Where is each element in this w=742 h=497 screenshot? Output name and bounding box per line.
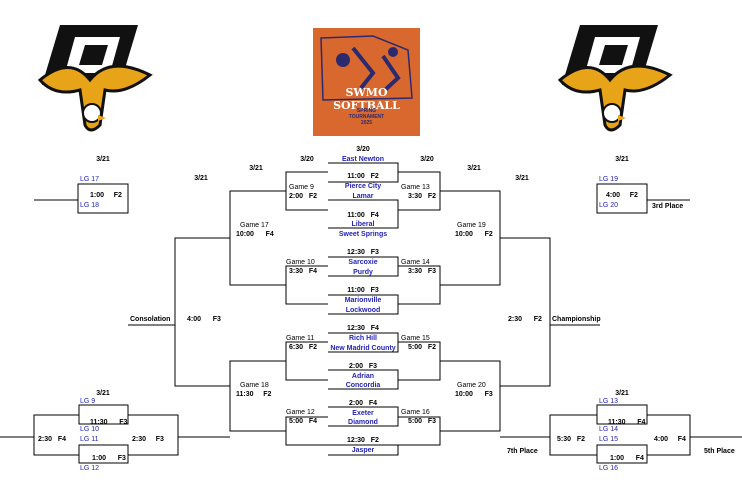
championship-time: 2:30 F2 xyxy=(508,316,542,323)
game-14-time: 3:30 F3 xyxy=(408,268,437,275)
lg-9: LG 9 xyxy=(80,398,96,405)
game-11-time: 6:30 F2 xyxy=(289,344,318,351)
team-rich-hill: Rich Hill xyxy=(348,335,377,342)
game-20-label: Game 20 xyxy=(457,382,486,389)
left-bottom-g1-time: 11:30 F3 xyxy=(90,419,128,426)
logo-sub1: SPRING xyxy=(356,108,377,114)
right-bottom-g2-time: 1:00 F4 xyxy=(610,455,644,462)
game-15-label: Game 15 xyxy=(401,335,430,342)
game-9-time: 2:00 F2 xyxy=(289,193,318,200)
right-bottom-outer-time: 4:00 F4 xyxy=(654,436,686,443)
date-col-left-inner: 3/21 xyxy=(249,165,263,172)
game-19-time: 10:00 F2 xyxy=(455,231,493,238)
date-col-center-left: 3/20 xyxy=(300,156,314,163)
lg-18: LG 18 xyxy=(80,202,100,209)
eagle-logo-left xyxy=(37,25,153,132)
logo-sub2: TOURNAMENT xyxy=(348,114,385,120)
game-12-time: 5:00 F4 xyxy=(289,418,318,425)
team-sarcoxie: Sarcoxie xyxy=(348,259,378,266)
game-17-label: Game 17 xyxy=(240,222,269,229)
game-9-label: Game 9 xyxy=(289,184,314,191)
team-exeter: Exeter xyxy=(352,410,374,417)
game-11-label: Game 11 xyxy=(286,335,315,342)
lg-12: LG 12 xyxy=(80,465,100,472)
team-new-madrid-county: New Madrid County xyxy=(330,345,396,352)
lg-10: LG 10 xyxy=(80,426,100,433)
logo-year: 2025 xyxy=(360,120,373,126)
game-6-time: 2:00 F3 xyxy=(348,363,378,370)
date-col-left-outer: 3/21 xyxy=(96,156,110,163)
date-bottom-left: 3/21 xyxy=(96,390,110,397)
team-diamond: Diamond xyxy=(348,419,378,426)
left-top-box-time: 1:00 F2 xyxy=(90,192,122,199)
team-lamar: Lamar xyxy=(352,193,374,200)
right-top-box-time: 4:00 F2 xyxy=(606,192,638,199)
team-lockwood: Lockwood xyxy=(345,307,381,314)
game-16-label: Game 16 xyxy=(401,409,430,416)
game-13-time: 3:30 F2 xyxy=(408,193,437,200)
game-20-time: 10:00 F3 xyxy=(455,391,493,398)
game-18-label: Game 18 xyxy=(240,382,269,389)
lg-11: LG 11 xyxy=(80,436,99,443)
third-place-label: 3rd Place xyxy=(652,203,684,210)
game-10-label: Game 10 xyxy=(286,259,315,266)
date-col-right-inner: 3/21 xyxy=(467,165,481,172)
lg-17: LG 17 xyxy=(80,176,100,183)
team-liberal: Liberal xyxy=(351,221,375,228)
lg-19: LG 19 xyxy=(599,176,619,183)
lg-14: LG 14 xyxy=(599,426,619,433)
game-16-time: 5:00 F3 xyxy=(408,418,437,425)
game-13-label: Game 13 xyxy=(401,184,430,191)
consolation-time: 4:00 F3 xyxy=(187,316,221,323)
consolation-label: Consolation xyxy=(130,316,171,323)
right-bottom-g1-time: 11:30 F4 xyxy=(608,419,646,426)
date-top-center: 3/20 xyxy=(356,146,370,153)
game-10-time: 3:30 F4 xyxy=(289,268,318,275)
game-7-time: 2:00 F4 xyxy=(348,400,378,407)
date-col-center-right: 3/20 xyxy=(420,156,434,163)
lg-13: LG 13 xyxy=(599,398,619,405)
lg-16: LG 16 xyxy=(599,465,619,472)
game-12-label: Game 12 xyxy=(286,409,315,416)
game-8-time: 12:30 F2 xyxy=(347,437,379,444)
team-pierce-city: Pierce City xyxy=(344,183,382,190)
fifth-place-label: 5th Place xyxy=(704,448,735,455)
team-marionville: Marionville xyxy=(344,297,382,304)
game-18-time: 11:30 F2 xyxy=(236,391,272,398)
game-17-time: 10:00 F4 xyxy=(236,231,274,238)
swmo-softball-logo: SWMO SOFTBALL SPRING TOURNAMENT 2025 xyxy=(313,28,420,136)
left-bottom-g2-time: 1:00 F3 xyxy=(92,455,126,462)
left-bottom-outer-time: 2:30 F4 xyxy=(38,436,67,443)
date-col-left-mid: 3/21 xyxy=(194,175,208,182)
championship-label: Championship xyxy=(552,316,601,323)
game-19-label: Game 19 xyxy=(457,222,486,229)
left-bottom-inner-time: 2:30 F3 xyxy=(132,436,164,443)
game-2-time: 11:00 F4 xyxy=(347,212,379,219)
seventh-place-label: 7th Place xyxy=(507,448,538,455)
team-adrian: Adrian xyxy=(351,373,375,380)
eagle-logo-right xyxy=(557,25,673,132)
game-5-time: 12:30 F4 xyxy=(347,325,379,332)
team-concordia: Concordia xyxy=(345,382,381,389)
team-east-newton: East Newton xyxy=(341,156,384,163)
right-bottom-inner-time: 5:30 F2 xyxy=(557,436,586,443)
game-3-time: 12:30 F3 xyxy=(347,249,379,256)
game-15-time: 5:00 F2 xyxy=(408,344,437,351)
team-jasper: Jasper xyxy=(351,447,375,454)
date-bottom-right: 3/21 xyxy=(615,390,629,397)
lg-20: LG 20 xyxy=(599,202,619,209)
date-col-right-outer: 3/21 xyxy=(615,156,629,163)
date-col-right-mid: 3/21 xyxy=(515,175,529,182)
game-1-time: 11:00 F2 xyxy=(347,173,379,180)
team-sweet-springs: Sweet Springs xyxy=(338,231,388,238)
game-14-label: Game 14 xyxy=(401,259,430,266)
lg-15: LG 15 xyxy=(599,436,619,443)
logo-title: SWMO SOFTBALL xyxy=(333,86,400,112)
team-purdy: Purdy xyxy=(353,269,373,276)
game-4-time: 11:00 F3 xyxy=(347,287,379,294)
